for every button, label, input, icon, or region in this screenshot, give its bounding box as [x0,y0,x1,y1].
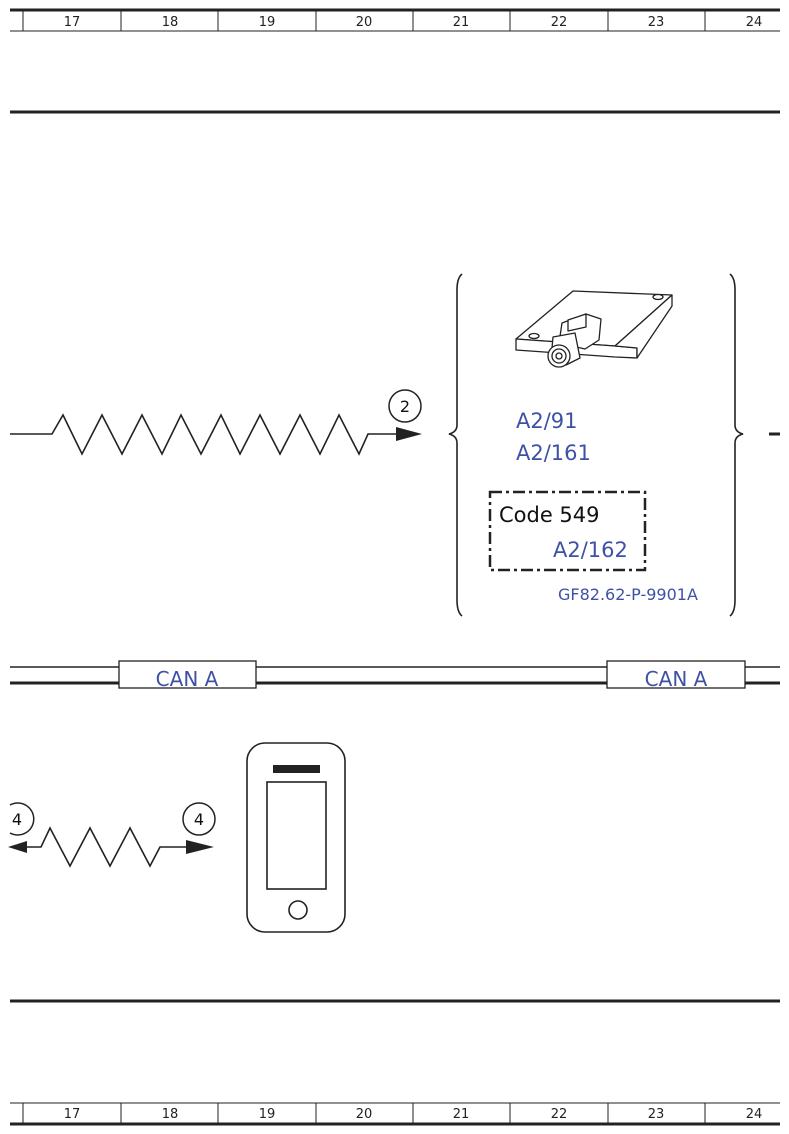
mobile-phone-icon [246,742,346,933]
ruler-col-18: 18 [162,15,179,30]
ruler-col-19: 19 [259,1107,276,1122]
component-ref-a2-161: A2/161 [516,441,591,465]
ruler-col-23: 23 [648,15,665,30]
ruler-col-19: 19 [259,15,276,30]
ruler-col-20: 20 [356,15,373,30]
arrow-head-right [186,840,214,854]
ruler-col-20: 20 [356,1107,373,1122]
ruler-col-23: 23 [648,1107,665,1122]
ruler-col-21: 21 [453,1107,470,1122]
ruler-col-24: 24 [746,1107,763,1122]
right-brace [729,273,744,617]
wireless-signal-line-top [10,413,398,456]
ruler-col-21: 21 [453,15,470,30]
ruler-col-22: 22 [551,1107,568,1122]
callout-4-left-label: 4 [12,810,22,829]
ruler-col-22: 22 [551,15,568,30]
wireless-signal-line-bottom [27,826,188,868]
arrow-head-right [396,427,422,441]
callout-4-right: 4 [182,802,216,836]
ruler-col-17: 17 [64,15,81,30]
callout-2-label: 2 [400,397,410,416]
top-ruler: 17 18 19 20 21 22 23 24 [10,8,780,32]
ruler-col-17: 17 [64,1107,81,1122]
document-reference: GF82.62-P-9901A [558,585,698,604]
option-component-ref: A2/162 [553,538,628,562]
bottom-ruler: 17 18 19 20 21 22 23 24 [10,1102,780,1126]
arrow-head-left [8,841,27,853]
can-bus-label-left: CAN A [156,667,219,691]
ruler-col-18: 18 [162,1107,179,1122]
component-ref-a2-91: A2/91 [516,409,578,433]
can-bus: CAN A CAN A [10,660,780,691]
callout-4-left: 4 [9,802,35,836]
callout-4-right-label: 4 [194,810,204,829]
callout-2: 2 [388,389,422,423]
can-bus-label-right: CAN A [645,667,708,691]
antenna-module-icon [515,290,673,368]
left-brace [448,273,463,617]
option-box [488,490,647,572]
option-code-label: Code 549 [499,503,600,527]
ruler-col-24: 24 [746,15,763,30]
